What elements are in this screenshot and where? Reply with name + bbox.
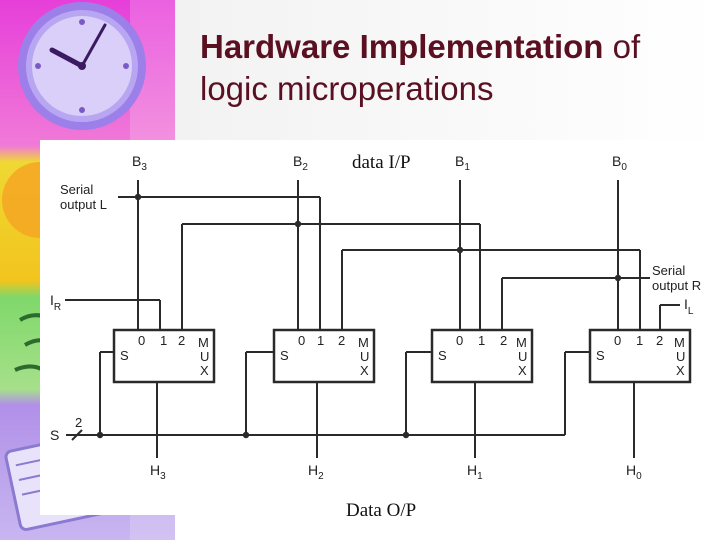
mux-box xyxy=(430,328,534,384)
serial-output-right-label-line1: Serial xyxy=(652,263,685,278)
input-label-ir: IR xyxy=(50,292,61,313)
mux-name-letter: X xyxy=(360,363,369,378)
input-label-b0: B0 xyxy=(612,153,627,173)
serial-output-left-label-line2: output L xyxy=(60,197,107,212)
mux-name-letter: X xyxy=(676,363,685,378)
mux-port-0-label: 0 xyxy=(614,333,621,348)
mux-port-1-label: 1 xyxy=(160,333,167,348)
mux-port-0-label: 0 xyxy=(298,333,305,348)
mux-select-label: S xyxy=(120,348,129,363)
mux-block-3: 0 1 2 S M U X xyxy=(112,328,216,384)
output-label-h3: H3 xyxy=(150,462,166,482)
mux-name-letter: U xyxy=(518,349,527,364)
mux-port-1-label: 1 xyxy=(317,333,324,348)
serial-output-left-label-line1: Serial xyxy=(60,182,93,197)
mux-port-1-label: 1 xyxy=(478,333,485,348)
input-label-b1: B1 xyxy=(455,153,470,173)
mux-name-letter: U xyxy=(360,349,369,364)
mux-port-2-label: 2 xyxy=(656,333,663,348)
mux-block-1: 0 1 2 S M U X xyxy=(430,328,534,384)
mux-select-label: S xyxy=(280,348,289,363)
mux-name-letter: M xyxy=(516,335,527,350)
mux-port-1-label: 1 xyxy=(636,333,643,348)
mux-name-letter: M xyxy=(674,335,685,350)
clock-icon xyxy=(18,2,146,130)
mux-port-2-label: 2 xyxy=(500,333,507,348)
data-input-label: data I/P xyxy=(352,152,411,173)
mux-block-0: 0 1 2 S M U X xyxy=(588,328,692,384)
mux-select-label: S xyxy=(596,348,605,363)
junction-dots xyxy=(96,193,622,439)
mux-name-letter: U xyxy=(676,349,685,364)
mux-port-2-label: 2 xyxy=(178,333,185,348)
data-output-label: Data O/P xyxy=(346,500,416,521)
mux-block-2: 0 1 2 S M U X xyxy=(272,328,376,384)
page-title: Hardware Implementation of logic micrope… xyxy=(200,26,710,110)
mux-name-letter: M xyxy=(358,335,369,350)
input-label-il: IL xyxy=(684,296,694,317)
output-label-h0: H0 xyxy=(626,462,642,482)
select-width-label: 2 xyxy=(75,415,82,430)
input-label-b3: B3 xyxy=(132,153,147,173)
mux-name-letter: U xyxy=(200,349,209,364)
select-line-label: S xyxy=(50,427,59,443)
mux-box xyxy=(272,328,376,384)
output-label-h2: H2 xyxy=(308,462,324,482)
mux-name-letter: X xyxy=(518,363,527,378)
diagram-panel xyxy=(40,140,720,515)
serial-output-right-label-line2: output R xyxy=(652,278,701,293)
input-label-b2: B2 xyxy=(293,153,308,173)
mux-name-letter: M xyxy=(198,335,209,350)
mux-box xyxy=(112,328,216,384)
output-label-h1: H1 xyxy=(467,462,483,482)
mux-port-0-label: 0 xyxy=(456,333,463,348)
title-bold-part: Hardware Implementation xyxy=(200,28,604,65)
mux-name-letter: X xyxy=(200,363,209,378)
title-rest-part: of logic microperations xyxy=(200,28,641,107)
diagram-wires xyxy=(65,180,680,458)
mux-port-0-label: 0 xyxy=(138,333,145,348)
mux-select-label: S xyxy=(438,348,447,363)
mux-box xyxy=(588,328,692,384)
mux-port-2-label: 2 xyxy=(338,333,345,348)
